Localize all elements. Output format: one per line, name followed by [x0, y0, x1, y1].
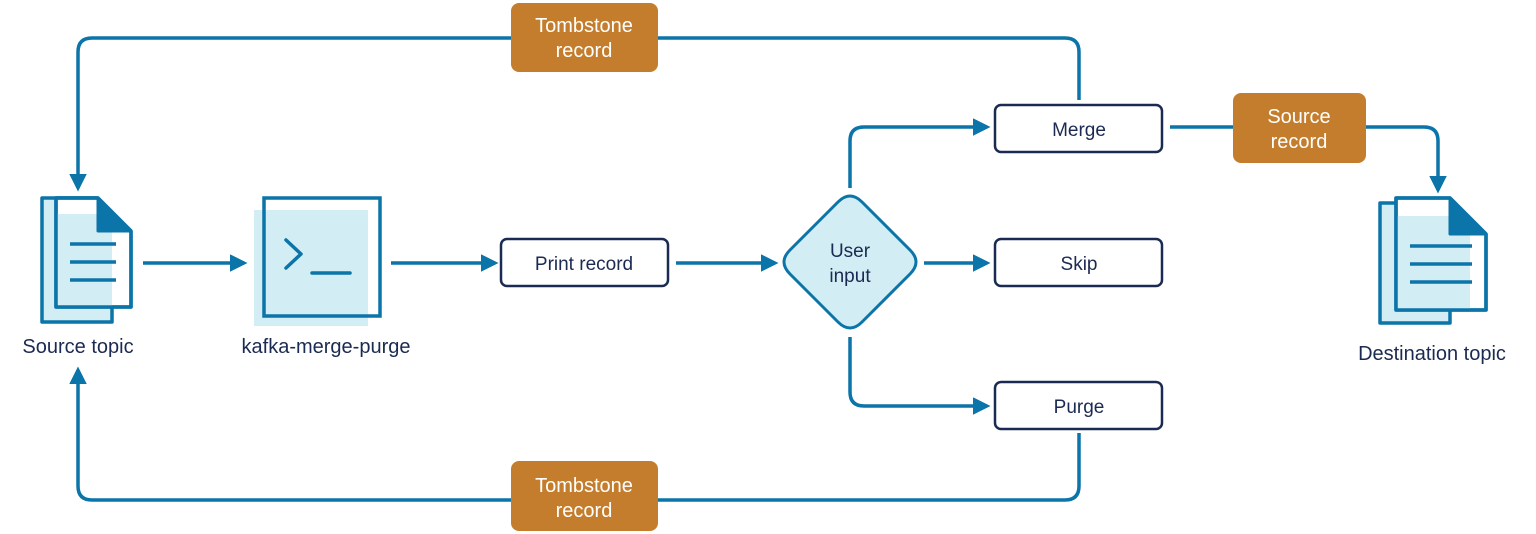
- tombstone-top-line1: Tombstone: [535, 15, 633, 37]
- print-record-node: Print record: [499, 237, 670, 288]
- source-topic-label: Source topic: [22, 336, 133, 358]
- print-record-label: Print record: [535, 254, 633, 275]
- tombstone-record-tag-top: Tombstone record: [511, 3, 658, 72]
- document-stack-icon: [40, 196, 133, 324]
- tombstone-bottom-line1: Tombstone: [535, 475, 633, 497]
- merge-node: Merge: [993, 103, 1164, 154]
- tombstone-bottom-line2: record: [556, 500, 613, 522]
- document-stack-icon: [1378, 196, 1488, 325]
- skip-node: Skip: [993, 237, 1164, 288]
- tool-label: kafka-merge-purge: [242, 336, 411, 358]
- user-input-label-line2: input: [829, 266, 871, 287]
- skip-label: Skip: [1061, 254, 1098, 275]
- source-record-line1: Source: [1267, 106, 1330, 128]
- user-input-decision: User input: [782, 194, 918, 330]
- merge-label: Merge: [1052, 120, 1106, 141]
- purge-label: Purge: [1054, 397, 1105, 418]
- user-input-label-line1: User: [830, 241, 871, 262]
- source-record-tag: Source record: [1233, 93, 1366, 163]
- purge-node: Purge: [993, 380, 1164, 431]
- tombstone-record-tag-bottom: Tombstone record: [511, 461, 658, 531]
- source-record-line2: record: [1271, 131, 1328, 153]
- input-to-purge-arrow: [848, 337, 991, 415]
- destination-topic-label: Destination topic: [1358, 343, 1506, 365]
- tombstone-top-line2: record: [556, 40, 613, 62]
- terminal-icon: [254, 196, 382, 326]
- merge-to-destination-arrow: [1170, 125, 1447, 194]
- input-to-merge-arrow: [848, 118, 991, 188]
